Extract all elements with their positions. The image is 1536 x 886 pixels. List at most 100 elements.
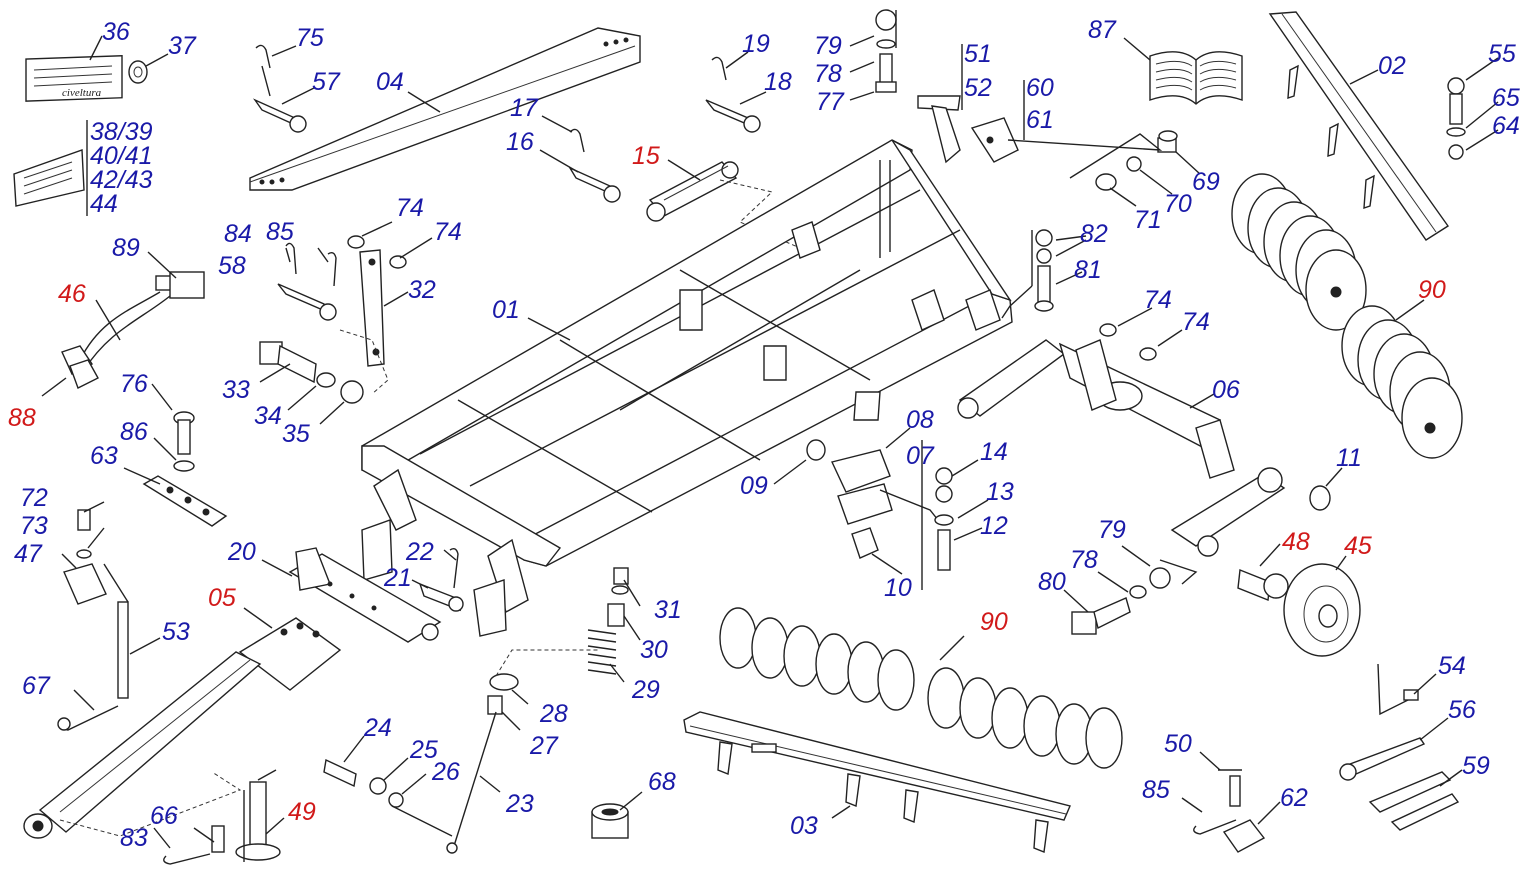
assembly-dash-05: [59, 771, 242, 837]
bolt-72-73-47: [63, 509, 107, 605]
leader-lines: [41, 35, 1499, 849]
leader-78-80: [1159, 559, 1198, 585]
part-label-84: 84: [224, 220, 252, 248]
part-label-32: 32: [408, 276, 436, 304]
bracket-51-52: [917, 95, 961, 164]
drawbar-04: [249, 27, 641, 191]
part-label-59: 59: [1462, 752, 1490, 780]
bolt-55-64-65: [1446, 77, 1466, 160]
part-label-74d: 74: [1182, 308, 1210, 336]
part-label-23: 23: [505, 790, 534, 818]
bushing-68: [591, 803, 629, 839]
part-label-24: 24: [363, 714, 392, 742]
link-32: [347, 235, 407, 367]
part-label-71: 71: [1134, 206, 1162, 234]
part-label-52: 52: [964, 74, 992, 102]
clamp-07-10: [806, 439, 893, 559]
decal-plate-38-44: [13, 149, 85, 207]
part-label-64: 64: [1492, 112, 1520, 140]
part-label-83: 83: [120, 824, 148, 852]
part-label-82: 82: [1080, 220, 1108, 248]
part-label-75: 75: [296, 24, 324, 52]
pin-holder-62: [1222, 819, 1266, 853]
part-label-57: 57: [312, 68, 341, 96]
part-label-79b: 79: [1098, 516, 1126, 544]
leader-26: [391, 805, 453, 837]
part-label-53: 53: [162, 618, 190, 646]
part-label-74b: 74: [434, 218, 462, 246]
part-label-21: 21: [383, 564, 412, 592]
part-label-13: 13: [986, 478, 1014, 506]
part-label-51: 51: [964, 40, 992, 68]
part-label-42: 42/43: [90, 166, 153, 194]
tool-beam-02: [1268, 11, 1449, 241]
part-label-02: 02: [1378, 52, 1406, 80]
decal-plate-36: civeltura: [25, 55, 123, 102]
disc-gang-upper-90: [1231, 173, 1463, 459]
pin-67: [57, 705, 119, 731]
assembly-dash-28: [495, 649, 598, 677]
part-label-20: 20: [227, 538, 256, 566]
part-label-48: 48: [1282, 528, 1310, 556]
part-label-03: 03: [790, 812, 818, 840]
part-label-76: 76: [120, 370, 148, 398]
part-label-14: 14: [980, 438, 1008, 466]
part-label-04: 04: [376, 68, 404, 96]
part-label-29: 29: [631, 676, 660, 704]
part-label-69: 69: [1192, 168, 1220, 196]
part-label-06: 06: [1212, 376, 1240, 404]
part-label-79a: 79: [814, 32, 842, 60]
part-label-08: 08: [906, 406, 934, 434]
part-label-05: 05: [208, 584, 236, 612]
part-label-38: 38/39: [90, 118, 153, 146]
part-label-81: 81: [1074, 256, 1102, 284]
manual-book-87: [1149, 51, 1243, 105]
part-label-45: 45: [1344, 532, 1372, 560]
part-label-47: 47: [14, 540, 43, 568]
part-label-18: 18: [764, 68, 792, 96]
part-label-22: 22: [405, 538, 434, 566]
spring-29-31: [587, 567, 629, 675]
bolt-76-86: [173, 411, 195, 472]
part-label-30: 30: [640, 636, 668, 664]
wrench-56: [1339, 737, 1426, 781]
part-label-56: 56: [1448, 696, 1476, 724]
clamp-plates-59: [1368, 771, 1460, 831]
plate-63: [142, 475, 228, 527]
bushings-69-71: [1095, 130, 1178, 191]
part-label-10: 10: [884, 574, 912, 602]
part-label-70: 70: [1164, 190, 1192, 218]
hitch-beam-20: [288, 547, 442, 643]
part-label-67: 67: [22, 672, 51, 700]
part-label-34: 34: [254, 402, 282, 430]
wheel-45: [1283, 563, 1361, 657]
jack-stand-49: [235, 769, 281, 861]
bolt-stack-77-79: [875, 9, 897, 93]
part-label-78b: 78: [1070, 546, 1098, 574]
part-label-17: 17: [510, 94, 539, 122]
part-label-77: 77: [816, 88, 845, 116]
bolt-33-34-35: [259, 341, 364, 404]
pin-66-83: [163, 825, 225, 865]
assembly-lines-69-71: [1007, 133, 1163, 179]
part-label-90b: 90: [980, 608, 1008, 636]
part-label-19: 19: [742, 30, 770, 58]
disc-gang-lower-90: [719, 607, 1123, 769]
part-label-40: 40/41: [90, 142, 153, 170]
bolt-12-14: [934, 467, 954, 571]
nut-37: [128, 60, 148, 84]
part-label-35: 35: [282, 420, 310, 448]
bracket-60-61: [970, 117, 1019, 163]
key-54: [1377, 663, 1419, 716]
part-label-85b: 85: [1142, 776, 1170, 804]
axle-assembly-06: [957, 323, 1286, 557]
part-label-50: 50: [1164, 730, 1192, 758]
hydraulic-hoses-46: [61, 271, 205, 389]
part-label-85a: 85: [266, 218, 294, 246]
bolt-78-80: [1071, 567, 1171, 635]
hub-48: [1237, 569, 1289, 601]
pin-57: [252, 44, 307, 133]
part-label-90a: 90: [1418, 276, 1446, 304]
part-label-62: 62: [1280, 784, 1308, 812]
